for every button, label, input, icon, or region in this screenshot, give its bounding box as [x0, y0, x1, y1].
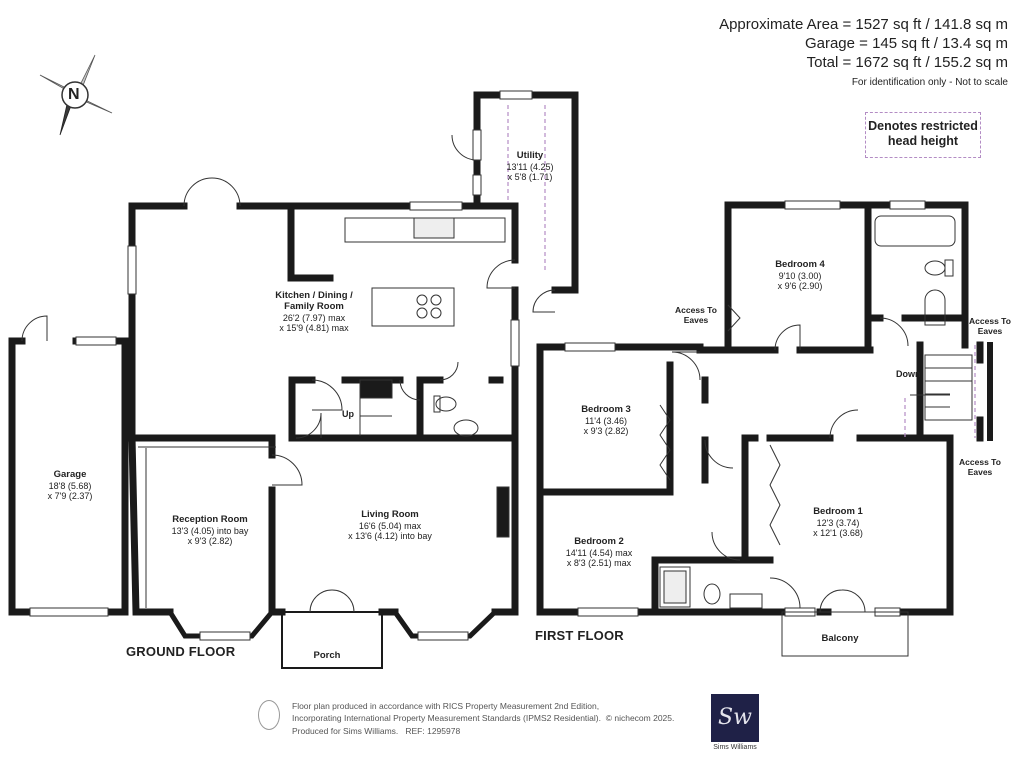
footer-line3: Produced for Sims Williams.: [292, 725, 399, 736]
legend-line1: Denotes restricted: [868, 119, 978, 133]
restricted-head-height-first: [904, 345, 976, 438]
stairs-up-label: Up: [342, 409, 354, 419]
room-utility: Utility 13'11 (4.25) x 5'8 (1.71): [506, 150, 554, 183]
legend-line2: head height: [887, 134, 959, 148]
compass-icon: [39, 54, 113, 136]
footer-line2: Incorporating International Property Mea…: [292, 713, 601, 724]
ground-floor-windows: [29, 90, 533, 641]
footer-line1: Floor plan produced in accordance with R…: [292, 701, 600, 711]
ground-floor-label: GROUND FLOOR: [126, 644, 236, 659]
first-floor-walls: [536, 201, 993, 616]
logo-caption: Sims Williams: [713, 744, 757, 751]
room-porch: Porch: [313, 650, 341, 661]
area-summary: Approximate Area = 1527 sq ft / 141.8 sq…: [719, 15, 1008, 89]
scale-note: For identification only - Not to scale: [851, 76, 1008, 88]
room-bedroom4: Bedroom 4 9'10 (3.00) x 9'6 (2.90): [775, 259, 825, 292]
approx-area: Approximate Area = 1527 sq ft / 141.8 sq…: [719, 16, 1008, 33]
compass-letter: N: [68, 86, 80, 103]
room-bedroom3: Bedroom 3 11'4 (3.46) x 9'3 (2.82): [581, 404, 631, 437]
room-garage: Garage 18'8 (5.68) x 7'9 (2.37): [47, 469, 93, 502]
restricted-head-height-ground: [507, 105, 546, 270]
footer-ref: REF: 1295978: [405, 725, 461, 736]
restricted-height-legend: Denotes restricted head height: [865, 112, 981, 158]
sims-williams-logo: Sw: [711, 694, 759, 742]
room-reception: Reception Room 13'3 (4.05) into bay x 9'…: [171, 514, 249, 547]
room-kitchen: Kitchen / Dining / Family Room 26'2 (7.9…: [275, 290, 353, 334]
first-floor-fixtures: [659, 215, 973, 657]
room-bedroom2: Bedroom 2 14'11 (4.54) max x 8'3 (2.51) …: [565, 536, 633, 569]
first-floor-label: FIRST FLOOR: [535, 628, 624, 643]
ground-floor-fixtures: [21, 134, 556, 613]
room-bedroom1: Bedroom 1 12'3 (3.74) x 12'1 (3.68): [813, 506, 863, 539]
person-scale-icon: [258, 700, 280, 730]
porch-outline: [281, 611, 383, 669]
room-balcony: Balcony: [821, 633, 859, 644]
total-area: Total = 1672 sq ft / 155.2 sq m: [806, 54, 1008, 72]
room-living: Living Room 16'6 (5.04) max x 13'6 (4.12…: [348, 509, 432, 542]
footer-text: Floor plan produced in accordance with R…: [292, 700, 674, 737]
garage-area: Garage = 145 sq ft / 13.4 sq m: [804, 35, 1008, 53]
stairs-down-label: Down: [896, 369, 921, 379]
footer-copyright: © nichecom 2025.: [605, 713, 675, 724]
ground-floor-walls: [8, 91, 579, 616]
